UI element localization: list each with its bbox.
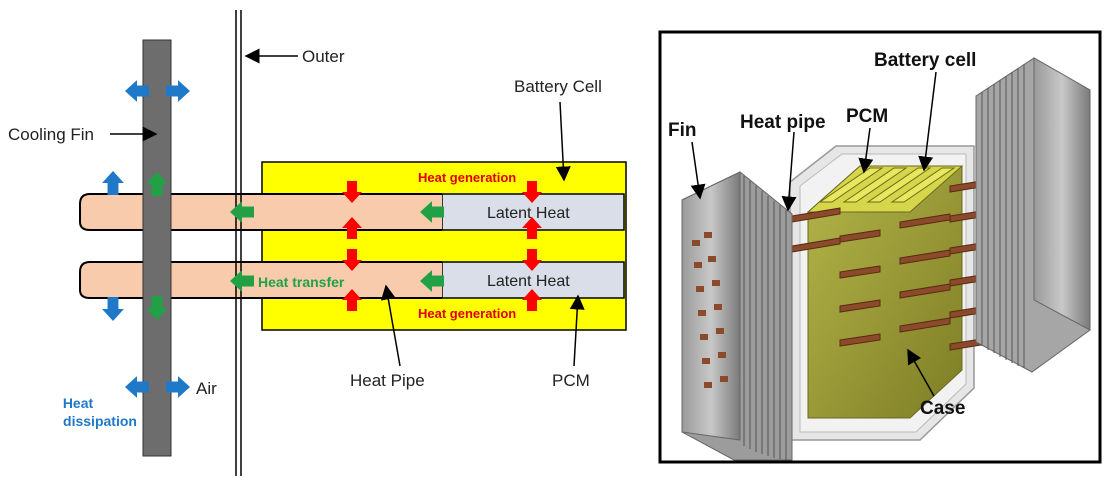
battery-callout-line xyxy=(555,101,571,182)
heat-pipe-top xyxy=(79,193,442,231)
heat-pipe-callout-line xyxy=(380,284,401,367)
label-3d-pcm: PCM xyxy=(846,106,888,127)
label-battery-cell: Battery Cell xyxy=(514,77,602,96)
label-latent-heat-1: Latent Heat xyxy=(487,205,570,222)
label-heat-dissipation-1: Heat xyxy=(63,395,94,411)
label-3d-heat-pipe: Heat pipe xyxy=(740,112,826,133)
battery-cells-top xyxy=(818,167,956,203)
label-heat-gen-bottom: Heat generation xyxy=(418,306,516,321)
fin-callout-line xyxy=(690,141,706,200)
pcm-callout-line xyxy=(569,294,585,367)
label-heat-gen-top: Heat generation xyxy=(418,170,516,185)
blue-arrow-down xyxy=(102,297,124,321)
label-pcm: PCM xyxy=(552,371,590,390)
label-heat-pipe: Heat Pipe xyxy=(350,371,425,390)
label-3d-case: Case xyxy=(920,398,965,419)
label-heat-transfer: Heat transfer xyxy=(258,274,345,290)
case-callout-line xyxy=(907,348,935,397)
label-latent-heat-2: Latent Heat xyxy=(487,273,570,290)
heat-pipe-3d-callout-line xyxy=(781,131,797,212)
left-schematic: Outer Battery Cell Cooling Fin Heat gene… xyxy=(8,10,627,476)
battery-cell-block xyxy=(261,161,627,331)
cooling-fin xyxy=(142,39,172,457)
blue-arrow-up xyxy=(102,171,124,195)
fin-stack-left xyxy=(681,171,793,461)
label-cooling-fin: Cooling Fin xyxy=(8,125,94,144)
right-illustration: Fin Heat pipe PCM Battery cell Case xyxy=(658,30,1102,464)
label-heat-dissipation-2: dissipation xyxy=(63,413,137,429)
pcm-3d-callout-line xyxy=(858,127,874,174)
label-3d-fin: Fin xyxy=(668,120,697,141)
fin-pipe-ends-left xyxy=(692,232,728,388)
label-air: Air xyxy=(196,379,217,398)
battery-cell-3d-callout-line xyxy=(918,71,937,172)
fin-stack-right xyxy=(975,57,1091,373)
label-outer: Outer xyxy=(302,47,345,66)
label-3d-battery-cell: Battery cell xyxy=(874,50,976,71)
